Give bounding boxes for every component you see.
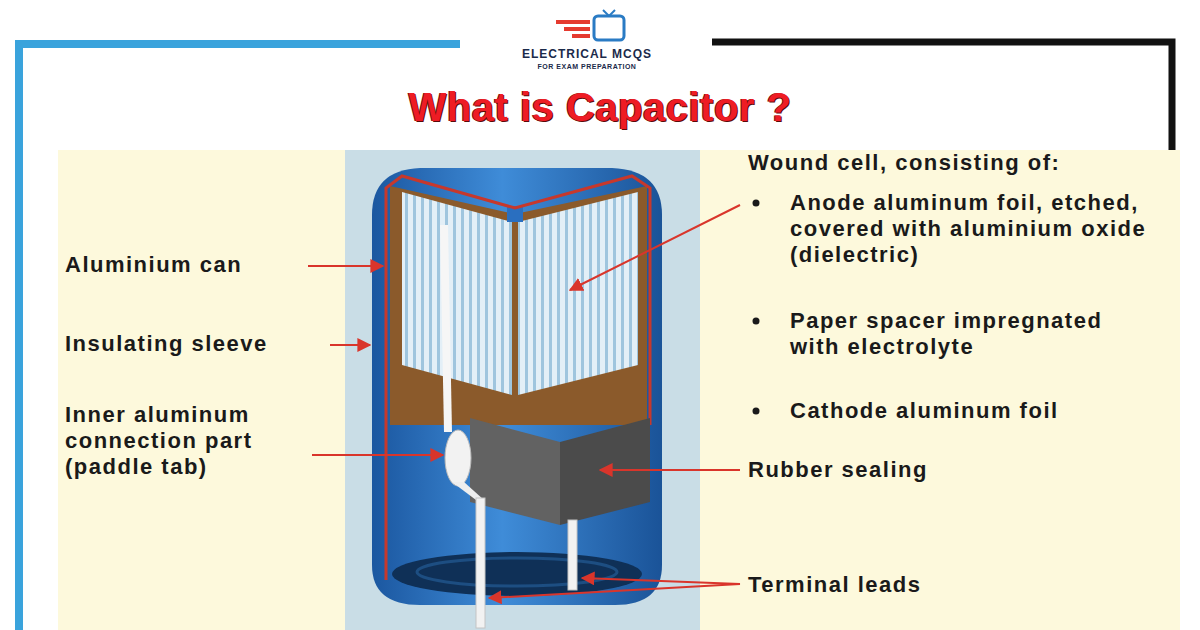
bullet-text: Anode aluminum foil, etched, covered wit… <box>790 190 1150 268</box>
group-heading: Wound cell, consisting of: <box>748 150 1173 176</box>
bullet-dot <box>753 408 760 415</box>
picture-center-ground <box>345 150 700 630</box>
logo-text: ELECTRICAL MCQS <box>462 47 712 61</box>
part-label: Inner aluminum connection part (paddle t… <box>65 402 310 480</box>
part-label: Aluminium can <box>65 252 305 278</box>
logo-icon <box>556 10 624 40</box>
bullet-text: Cathode aluminum foil <box>790 398 1150 424</box>
part-label: Terminal leads <box>748 572 1048 598</box>
picture-ground <box>58 150 1180 630</box>
logo-subtitle: FOR EXAM PREPARATION <box>462 62 712 71</box>
page-title: What is Capacitor ? <box>250 84 950 130</box>
capacitor-cutaway <box>372 168 662 628</box>
logo-ground <box>462 0 712 78</box>
leader-arrows <box>308 205 740 598</box>
bullet-dot <box>753 318 760 325</box>
part-label: Rubber sealing <box>748 457 1048 483</box>
part-label: Insulating sleeve <box>65 331 327 357</box>
bullet-text: Paper spacer impregnated with electrolyt… <box>790 308 1150 360</box>
bullet-dot <box>753 200 760 207</box>
